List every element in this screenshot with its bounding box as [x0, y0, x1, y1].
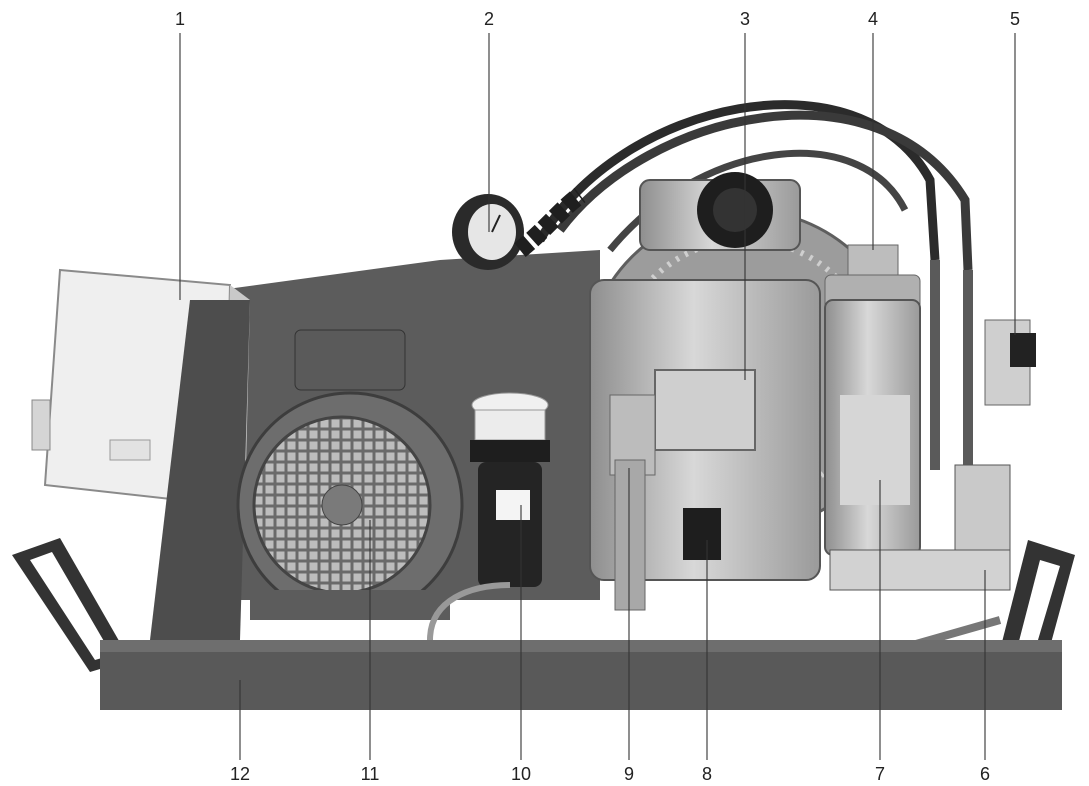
callout-9: 9 [624, 764, 634, 784]
callout-3: 3 [740, 9, 750, 29]
pressure-gauge [452, 194, 524, 270]
bracket-plate [654, 369, 756, 451]
callout-2: 2 [484, 9, 494, 29]
callout-11: 11 [361, 764, 380, 784]
compressor-illustration [12, 100, 1075, 710]
valve-block [954, 464, 1011, 556]
hose-1 [536, 100, 940, 261]
base-frame [12, 538, 1075, 710]
callout-6: 6 [980, 764, 990, 784]
filter-housing [470, 392, 550, 587]
hose-2 [556, 110, 973, 271]
callout-labels: 1 2 3 4 5 6 7 8 9 10 11 12 [175, 9, 1020, 784]
callout-5: 5 [1010, 9, 1020, 29]
leader-lines [179, 33, 1016, 760]
filter-cartridge [824, 244, 921, 556]
callout-8: 8 [702, 764, 712, 784]
callout-7: 7 [875, 764, 885, 784]
solenoid [683, 508, 721, 560]
callout-1: 1 [175, 9, 185, 29]
callout-10: 10 [511, 764, 531, 784]
electric-motor [236, 329, 464, 620]
callout-4: 4 [868, 9, 878, 29]
callout-12: 12 [230, 764, 250, 784]
